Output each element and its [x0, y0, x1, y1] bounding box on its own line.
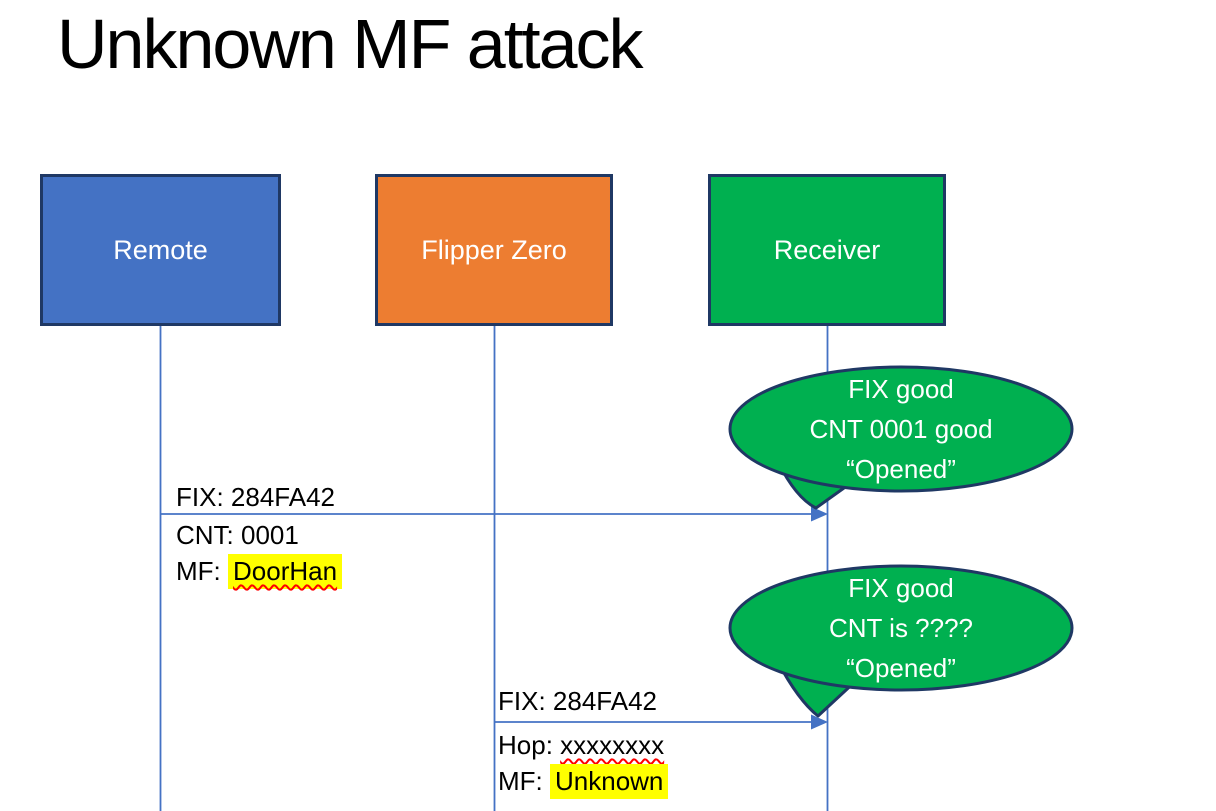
callout-1-text: FIX good CNT 0001 good “Opened”	[730, 369, 1072, 489]
callout-2-shape	[728, 564, 1074, 718]
message-2-line-1: FIX: 284FA42	[498, 686, 657, 716]
actor-label-receiver: Receiver	[773, 234, 881, 265]
callout-1-line-1: FIX good	[848, 374, 954, 404]
actor-box-receiver: Receiver	[708, 174, 946, 326]
message-2-line-3-highlighted-value: Unknown	[550, 764, 669, 799]
callout-2-line-1: FIX good	[848, 573, 954, 603]
message-2-line-2-squiggle-value: xxxxxxxx	[560, 730, 665, 760]
message-2-line-3: MF: Unknown	[498, 764, 669, 799]
message-2-line-1-text: FIX: 284FA42	[498, 686, 657, 716]
message-1-line-3: MF: DoorHan	[176, 554, 343, 589]
callout-1-line-3: “Opened”	[846, 454, 956, 484]
message-1-line-3-highlighted-value: DoorHan	[228, 554, 343, 589]
message-2-arrowhead-icon	[811, 714, 828, 730]
slide-title: Unknown MF attack	[57, 5, 644, 83]
message-1-line-1: FIX: 284FA42	[176, 482, 335, 512]
message-1-line-1-text: FIX: 284FA42	[176, 482, 335, 512]
callout-2-line-3: “Opened”	[846, 653, 956, 683]
actor-label-flipper-zero: Flipper Zero	[421, 234, 567, 265]
callout-2-ellipse	[728, 564, 1074, 692]
message-1-line-2-text: CNT: 0001	[176, 520, 299, 550]
actor-box-remote: Remote	[40, 174, 281, 326]
callout-2-text: FIX good CNT is ???? “Opened”	[730, 568, 1072, 688]
callout-1-shape	[728, 365, 1074, 510]
callout-1-line-2: CNT 0001 good	[809, 414, 993, 444]
message-2-line-2-prefix: Hop:	[498, 730, 561, 760]
actor-label-remote: Remote	[113, 234, 208, 265]
callout-1-ellipse	[728, 365, 1074, 493]
message-1-line-2: CNT: 0001	[176, 520, 299, 550]
actor-box-flipper-zero: Flipper Zero	[375, 174, 613, 326]
message-1-arrowhead-icon	[811, 506, 828, 522]
callout-2-line-2: CNT is ????	[828, 613, 974, 643]
message-1-line-3-prefix: MF:	[176, 556, 228, 586]
message-2-line-2: Hop: xxxxxxxx	[498, 730, 664, 760]
message-2-line-3-prefix: MF:	[498, 766, 550, 796]
